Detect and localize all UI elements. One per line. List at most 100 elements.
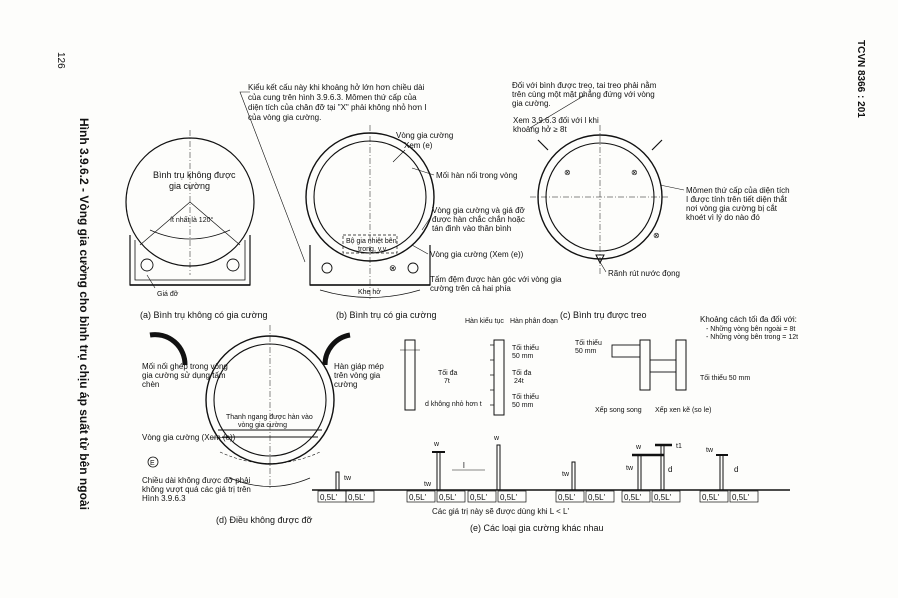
panel-e-max-spacing-2: - Những vòng bên ngoài = 8t — [706, 326, 795, 333]
panel-c-moment-2: I được tính trên tiết diện thắt — [686, 195, 788, 204]
panel-c-ref-2: khoảng hở ≥ 8t — [513, 125, 567, 134]
panel-d-butt-3: cường — [334, 380, 358, 389]
dim-label: 0,5L' — [409, 493, 427, 502]
panel-d-length-1: Chiều dài không được đỡ phải — [142, 476, 251, 485]
panel-c-moment-1: Mômen thứ cấp của diện tích — [686, 186, 790, 195]
panel-e-sym-t1: t1 — [676, 443, 682, 450]
panel-e-min-50-c: Tối thiểu — [575, 338, 602, 347]
panel-e-staggered-weld: Hàn phân đoạn — [510, 318, 558, 325]
panel-b-x-mark: ⊗ — [389, 263, 397, 273]
panel-c-note-1: Đối với bình được treo, tai treo phải nằ… — [512, 81, 657, 90]
panel-e-max-24t-2: 24t — [514, 378, 524, 385]
panel-d-tray-1: Thanh ngang được hàn vào — [226, 414, 313, 421]
panel-d-joint-3: chèn — [142, 380, 159, 389]
dim-label: 0,5L' — [320, 493, 338, 502]
panel-e-min-50-a: Tối thiểu — [512, 343, 539, 352]
panel-d-caption: (d) Điều không được đỡ — [216, 515, 312, 525]
panel-d-joint-1: Mối nối ghép trong vòng — [142, 362, 228, 371]
panel-b-note-4: của vòng gia cường. — [248, 113, 321, 122]
panel-b-ring-support-1: Vòng gia cường và giá đỡ — [432, 206, 526, 215]
panel-b-ring-support-2: được hàn chắc chắn hoặc — [432, 215, 525, 224]
panel-b-ring-support-3: tán đinh vào thân bình — [432, 224, 511, 233]
panel-b-heater-2: trong, v.v — [358, 246, 387, 253]
panel-c-moment-4: khoét vì lý do nào đó — [686, 213, 760, 222]
panel-e-max-24t-1: Tối đa — [512, 368, 532, 377]
panel-c-note-3: gia cường. — [512, 99, 551, 108]
panel-c-x-mark-2: ⊗ — [631, 168, 638, 177]
dim-label: 0,5L' — [500, 493, 518, 502]
panel-b-caption: (b) Bình trụ có gia cường — [336, 310, 436, 320]
panel-b-note-3: diện tích của chân đỡ tại "X" phải không… — [248, 103, 427, 112]
panel-e-sym-tw-3: tw — [562, 471, 570, 478]
panel-e-dimension-row: 0,5L' 0,5L' 0,5L' 0,5L' 0,5L' 0,5L' 0,5L… — [317, 490, 759, 503]
panel-e-caption: (e) Các loại gia cường khác nhau — [470, 523, 604, 533]
panel-e-min-50-b2: 50 mm — [512, 402, 534, 409]
panel-d-length-3: Hình 3.9.6.3 — [142, 494, 186, 503]
panel-b-weld-label: Mối hàn nối trong vòng — [436, 171, 517, 180]
panel-d-butt-1: Hàn giáp mép — [334, 362, 384, 371]
panel-c-x-mark-3: ⊗ — [653, 231, 660, 240]
page-number: 126 — [55, 52, 66, 69]
panel-e-d-label: d không nhỏ hơn t — [425, 400, 482, 408]
panel-e-sym-tw-2: tw — [424, 481, 432, 488]
panel-d-length-2: không vượt quá các giá trị trên — [142, 485, 251, 494]
panel-d-ring-label: Vòng gia cường (Xem (e)) — [142, 433, 236, 442]
dim-label: 0,5L' — [732, 493, 750, 502]
dim-label: 0,5L' — [702, 493, 720, 502]
panel-c-note-2: trên cùng một mặt phẳng đứng với vòng — [512, 90, 655, 99]
panel-a: Bình trụ không được gia cường ít nhất là… — [125, 130, 268, 320]
dim-label: 0,5L' — [348, 493, 366, 502]
panel-e: Hàn kiểu tục Hàn phân đoạn Tối thiểu 50 … — [312, 315, 798, 533]
panel-e-sym-w-1: w — [433, 441, 440, 448]
panel-e-max-spacing-1: Khoảng cách tối đa đối với: — [700, 315, 797, 324]
panel-e-sym-d-2: d — [734, 465, 738, 474]
panel-d-marker: E — [150, 460, 155, 467]
panel-a-shell-label-2: gia cường — [169, 181, 210, 191]
panel-c-caption: (c) Bình trụ được treo — [560, 310, 646, 320]
panel-a-caption: (a) Bình trụ không có gia cường — [140, 310, 268, 320]
panel-e-stagger-label: Xếp xen kẽ (so le) — [655, 405, 711, 414]
panel-e-min-50-a2: 50 mm — [512, 353, 534, 360]
panel-a-angle-label: ít nhất là 120° — [170, 215, 213, 224]
panel-c-ref-1: Xem 3.9.6.3 đối với l khi — [513, 116, 599, 125]
panel-e-max-spacing-3: - Những vòng bên trong = 12t — [706, 334, 798, 341]
panel-a-support-label: Giá đỡ — [157, 291, 179, 298]
panel-c: Đối với bình được treo, tai treo phải nằ… — [512, 81, 790, 320]
panel-b-note-2: của cung trên hình 3.9.6.3. Mômen thứ cấ… — [248, 93, 417, 102]
panel-b-heater-1: Bộ gia nhiệt bên — [346, 238, 397, 245]
panel-e-min-50-d: Tối thiểu 50 mm — [700, 373, 750, 382]
panel-e-inline-label: Xếp song song — [595, 405, 642, 414]
panel-b-pad-1: Tấm đệm được hàn góc với vòng gia — [430, 275, 562, 284]
panel-d-butt-2: trên vòng gia — [334, 371, 381, 380]
dim-label: 0,5L' — [624, 493, 642, 502]
panel-b: Kiểu kết cấu này khi khoảng hở lớn hơn c… — [239, 83, 562, 320]
panel-c-x-mark-1: ⊗ — [564, 168, 571, 177]
panel-e-min-50-b: Tối thiểu — [512, 392, 539, 401]
panel-c-moment-3: nơi vòng gia cường bị cắt — [686, 204, 778, 213]
panel-d-joint-2: gia cường sử dụng tấm — [142, 371, 226, 380]
panel-e-note: Các giá trị này sẽ được dùng khi L < L' — [432, 507, 569, 516]
panel-e-max-8t-1: Tối đa — [438, 368, 458, 377]
panel-d-tray-2: vòng gia cường — [238, 422, 287, 429]
panel-b-ring-label-1: Vòng gia cường — [396, 131, 453, 140]
panel-b-note-1: Kiểu kết cấu này khi khoảng hở lớn hơn c… — [248, 83, 425, 92]
panel-e-sym-tw-4: tw — [626, 465, 634, 472]
standard-code: TCVN 8366 : 201 — [855, 40, 866, 118]
panel-e-sym-tw-5: tw — [706, 447, 714, 454]
panel-e-sym-d-1: d — [668, 465, 672, 474]
panel-b-gap-label: Khe hở — [358, 288, 381, 296]
panel-e-sym-tw-1: tw — [344, 475, 352, 482]
panel-e-max-8t-2: 7t — [444, 378, 450, 385]
panel-b-ring-label-2: Xem (e) — [404, 141, 433, 150]
panel-c-drain-label: Rãnh rút nước đọng — [608, 269, 680, 278]
dim-label: 0,5L' — [588, 493, 606, 502]
panel-e-sym-l: l — [463, 461, 465, 470]
dim-label: 0,5L' — [439, 493, 457, 502]
dim-label: 0,5L' — [558, 493, 576, 502]
panel-e-min-50-c2: 50 mm — [575, 348, 597, 355]
panel-b-ring-bottom: Vòng gia cường (Xem (e)) — [430, 250, 524, 259]
panel-e-stitch-weld: Hàn kiểu tục — [465, 317, 504, 325]
figure-caption: Hình 3.9.6.2 - Vòng gia cường cho bình t… — [77, 118, 91, 510]
